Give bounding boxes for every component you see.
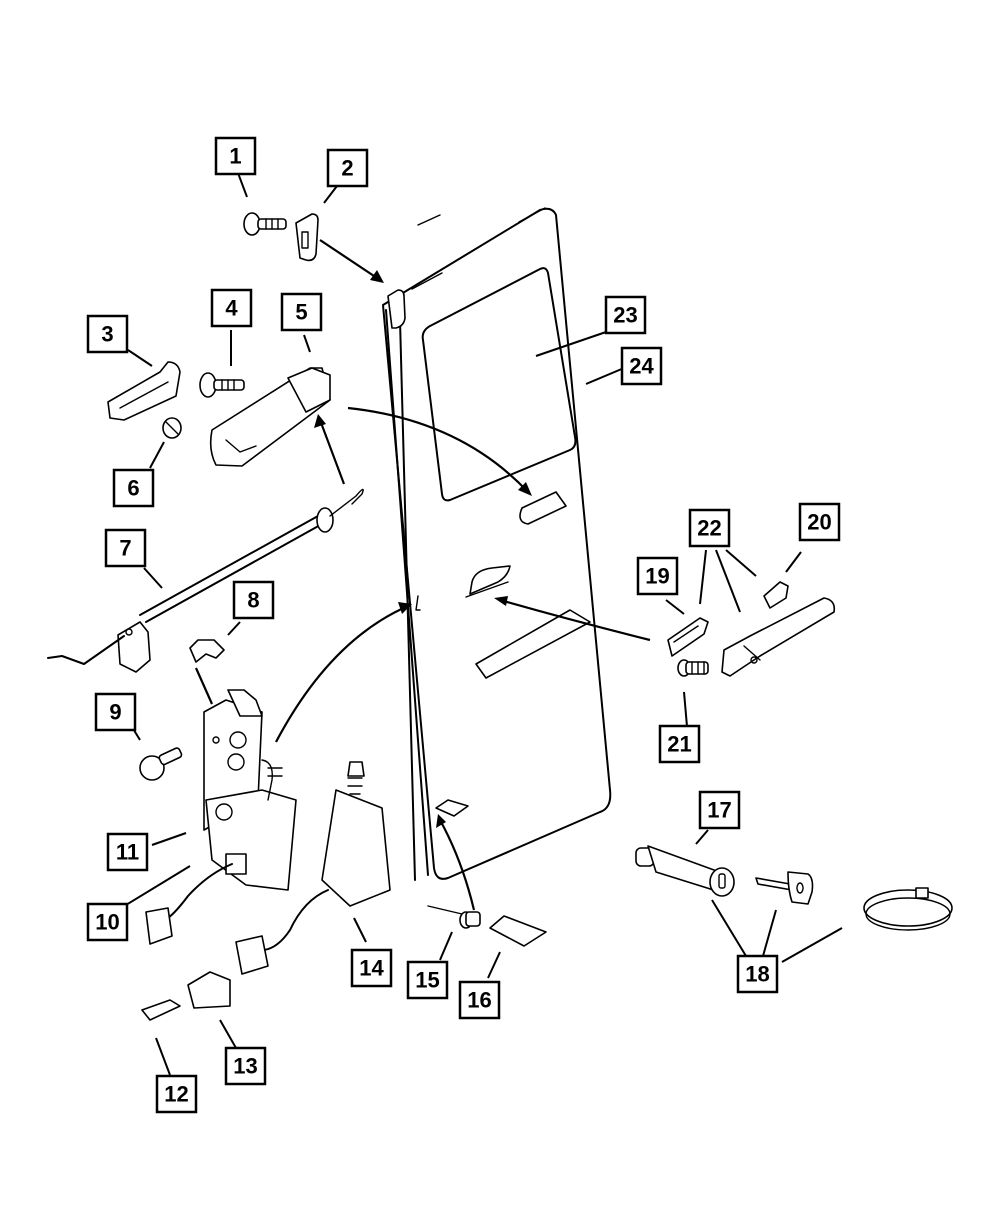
svg-text:5: 5 — [295, 300, 307, 325]
callout-13: 13 — [224, 1046, 267, 1086]
part-inside-handle-5 — [209, 367, 331, 467]
callout-15: 15 — [406, 960, 449, 1000]
callout-24: 24 — [620, 346, 663, 386]
part-pin-15 — [427, 905, 481, 929]
svg-text:8: 8 — [247, 588, 259, 613]
svg-text:15: 15 — [415, 968, 439, 993]
part-terminal-12 — [141, 999, 181, 1021]
callout-20: 20 — [798, 502, 841, 542]
callout-23: 23 — [604, 295, 647, 335]
svg-text:24: 24 — [629, 354, 654, 379]
callout-14: 14 — [350, 948, 393, 988]
svg-text:2: 2 — [341, 156, 353, 181]
part-striker-2 — [295, 213, 319, 262]
part-bracket-16 — [489, 915, 547, 947]
part-latch-10-11 — [145, 689, 297, 945]
callout-21: 21 — [658, 724, 701, 764]
callout-2: 2 — [326, 148, 369, 188]
svg-text:22: 22 — [697, 516, 721, 541]
callout-9: 9 — [94, 692, 137, 732]
arrow-head — [518, 482, 532, 496]
leader-lines — [125, 172, 843, 1076]
svg-text:18: 18 — [745, 962, 769, 987]
arrow-head — [436, 814, 446, 828]
callout-17: 17 — [698, 790, 741, 830]
assembly-arrows — [194, 239, 651, 911]
callout-19: 19 — [636, 556, 679, 596]
part-lock-cylinder-17 — [635, 845, 735, 897]
svg-text:14: 14 — [359, 956, 384, 981]
callout-5: 5 — [280, 292, 323, 332]
svg-text:6: 6 — [127, 476, 139, 501]
svg-text:1: 1 — [229, 144, 241, 169]
callout-8: 8 — [232, 580, 275, 620]
part-clip-8 — [189, 639, 225, 663]
svg-text:20: 20 — [807, 510, 831, 535]
svg-text:21: 21 — [667, 732, 691, 757]
callout-12: 12 — [155, 1074, 198, 1114]
svg-text:12: 12 — [164, 1082, 188, 1107]
callout-16: 16 — [458, 980, 501, 1020]
svg-text:9: 9 — [109, 700, 121, 725]
callout-11: 11 — [106, 832, 149, 872]
callout-10: 10 — [86, 902, 129, 942]
arrow-head — [370, 270, 384, 283]
part-cable-7 — [47, 488, 364, 673]
part-gasket-19 — [667, 617, 709, 657]
arrow-head — [398, 602, 412, 614]
svg-text:16: 16 — [467, 988, 491, 1013]
callout-18: 18 — [736, 954, 779, 994]
part-connector-13 — [187, 971, 231, 1009]
arrow-head — [314, 414, 326, 428]
part-bracket-3 — [107, 361, 181, 421]
part-screw-4 — [199, 372, 245, 398]
svg-text:7: 7 — [119, 536, 131, 561]
callout-3: 3 — [86, 314, 129, 354]
callout-4: 4 — [210, 288, 253, 328]
part-clip-6 — [162, 417, 182, 439]
callout-22: 22 — [688, 508, 731, 548]
arrow-head — [494, 596, 508, 606]
svg-text:4: 4 — [225, 296, 238, 321]
svg-text:10: 10 — [95, 910, 119, 935]
svg-text:19: 19 — [645, 564, 669, 589]
callout-6: 6 — [112, 468, 155, 508]
part-outside-handle-22 — [721, 597, 836, 677]
callout-1: 1 — [214, 136, 257, 176]
svg-text:23: 23 — [613, 303, 637, 328]
part-actuator-14 — [235, 761, 391, 975]
part-clamp-18 — [863, 887, 953, 931]
svg-text:13: 13 — [233, 1054, 257, 1079]
callout-7: 7 — [104, 528, 147, 568]
part-screw-9 — [139, 747, 183, 781]
svg-text:17: 17 — [707, 798, 731, 823]
svg-text:3: 3 — [101, 322, 113, 347]
door-panel — [382, 207, 612, 881]
part-screw-1 — [243, 212, 287, 236]
part-screw-21 — [677, 659, 709, 677]
part-key-18 — [755, 871, 814, 905]
part-retainer-20 — [763, 581, 789, 609]
svg-text:11: 11 — [116, 840, 139, 865]
